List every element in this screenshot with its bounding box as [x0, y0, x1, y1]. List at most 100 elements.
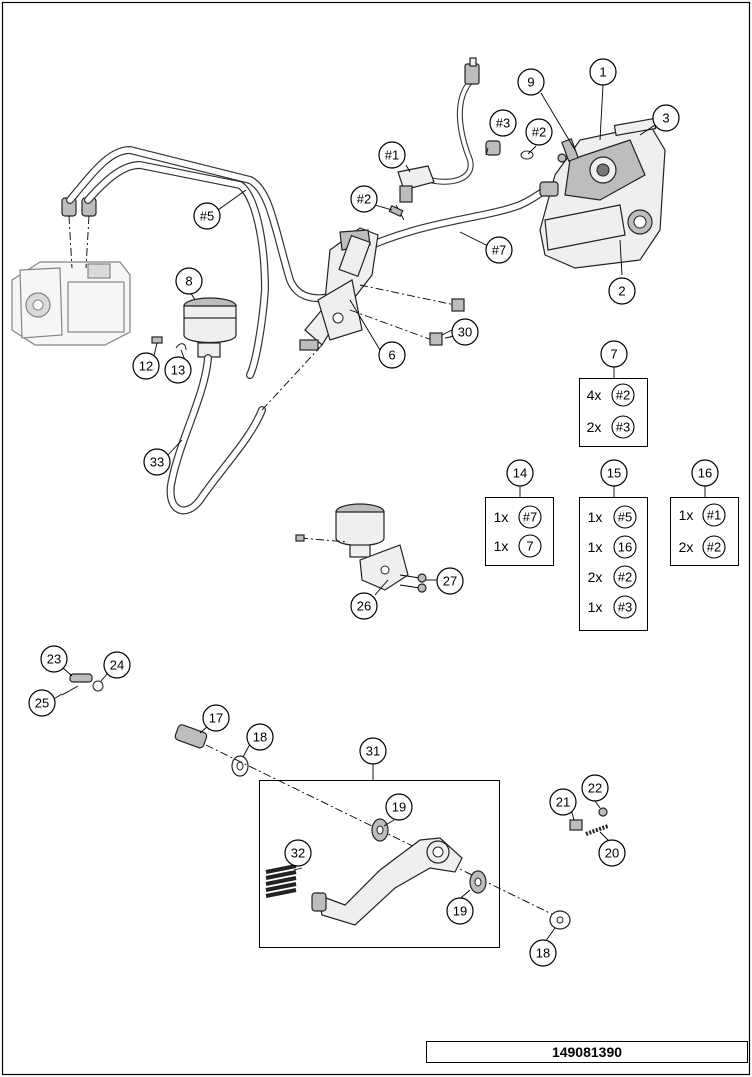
kit-box-16: 1x #1 2x #2: [670, 497, 739, 566]
bearing-19-top: [371, 818, 389, 842]
kit-box-14: 1x #7 1x 7: [485, 497, 554, 566]
return-spring-assembly: [569, 807, 609, 836]
callout-19-top: 19: [385, 793, 413, 821]
callout-18-bottom: 18: [529, 939, 557, 967]
pedal-bolt-17: [174, 724, 208, 749]
callout-9: 9: [517, 68, 545, 96]
svg-text:15: 15: [607, 466, 621, 481]
diagram-id-label: 149081390: [426, 1041, 748, 1063]
kit-7-qty-1: 4x: [587, 387, 602, 403]
bearing-19-bottom: [469, 870, 487, 894]
callout-hash-1: #1: [378, 141, 406, 169]
svg-text:20: 20: [605, 846, 619, 861]
callout-15: 15: [600, 459, 628, 487]
callout-31: 31: [359, 737, 387, 765]
svg-text:3: 3: [662, 111, 669, 126]
callout-hash-2-top: #2: [525, 118, 553, 146]
svg-text:2: 2: [618, 284, 625, 299]
washer-18-top: [231, 755, 249, 777]
bleed-cap-and-washer: [485, 140, 567, 163]
kit-15-ref-3: #2: [618, 570, 632, 585]
callout-23: 23: [40, 645, 68, 673]
kit-31-frame: [259, 780, 500, 948]
brake-hose-7: [346, 184, 552, 259]
callout-17: 17: [202, 704, 230, 732]
callout-25: 25: [28, 689, 56, 717]
kit-15-qty-4: 1x: [588, 599, 603, 615]
callout-13: 13: [164, 356, 192, 384]
callout-14: 14: [506, 459, 534, 487]
callout-24: 24: [103, 651, 131, 679]
callout-hash-7: #7: [485, 236, 513, 264]
brake-hose-5: [66, 146, 354, 379]
kit-15-qty-1: 1x: [588, 509, 603, 525]
abs-hose-fittings: [61, 197, 97, 269]
callout-hash-5: #5: [193, 202, 221, 230]
callout-12: 12: [132, 352, 160, 380]
callout-33: 33: [143, 448, 171, 476]
svg-text:#2: #2: [532, 125, 546, 140]
svg-text:24: 24: [110, 658, 124, 673]
svg-text:18: 18: [536, 946, 550, 961]
kit-box-15: 1x #5 1x 16 2x #2 1x #3: [579, 497, 648, 631]
callout-18-top: 18: [246, 723, 274, 751]
kit-16-ref-1: #1: [707, 508, 721, 523]
kit-16-qty-1: 1x: [679, 507, 694, 523]
abs-unit: [11, 261, 131, 346]
callout-hash-2-mid: #2: [350, 185, 378, 213]
svg-text:18: 18: [253, 730, 267, 745]
svg-text:17: 17: [209, 711, 223, 726]
svg-text:23: 23: [47, 652, 61, 667]
svg-text:19: 19: [392, 800, 406, 815]
svg-text:7: 7: [610, 347, 617, 362]
svg-text:1: 1: [599, 65, 606, 80]
callout-19-bottom: 19: [446, 897, 474, 925]
callout-8: 8: [175, 267, 203, 295]
svg-text:6: 6: [388, 348, 395, 363]
screw-30: [349, 284, 465, 346]
bracket-6: [317, 279, 363, 341]
kit-14-ref-1: #7: [523, 510, 537, 525]
callout-16: 16: [691, 459, 719, 487]
svg-text:#5: #5: [200, 209, 214, 224]
kit-15-qty-3: 2x: [588, 569, 603, 585]
pedal-spring-32: [265, 864, 297, 898]
hose-33-routing-line: [261, 344, 323, 411]
pedal-pin-assembly: [61, 673, 104, 696]
reservoir-26: [295, 503, 427, 593]
svg-text:33: 33: [150, 455, 164, 470]
kit-7-qty-2: 2x: [587, 419, 602, 435]
svg-text:22: 22: [588, 781, 602, 796]
reservoir-hose-33: [166, 354, 266, 515]
callout-7: 7: [600, 340, 628, 368]
svg-text:25: 25: [35, 696, 49, 711]
svg-text:31: 31: [366, 744, 380, 759]
brake-pedal: [311, 837, 463, 926]
brake-light-switch: [388, 165, 435, 221]
brake-fluid-reservoir: [183, 297, 237, 358]
kit-7-ref-2: #3: [616, 420, 630, 435]
svg-text:21: 21: [556, 795, 570, 810]
callout-32: 32: [284, 839, 312, 867]
kit-14-ref-2: 7: [526, 539, 533, 554]
svg-text:14: 14: [513, 466, 527, 481]
svg-text:#2: #2: [357, 192, 371, 207]
svg-text:9: 9: [527, 75, 534, 90]
callout-26: 26: [350, 592, 378, 620]
kit-16-qty-2: 2x: [679, 539, 694, 555]
callout-3: 3: [652, 104, 680, 132]
svg-text:13: 13: [171, 363, 185, 378]
svg-text:30: 30: [458, 325, 472, 340]
kit-15-ref-1: #5: [618, 510, 632, 525]
svg-text:12: 12: [139, 359, 153, 374]
washer-18-bottom: [549, 910, 571, 930]
kit-7-ref-1: #2: [616, 388, 630, 403]
callout-30: 30: [451, 318, 479, 346]
callout-22: 22: [581, 774, 609, 802]
svg-text:26: 26: [357, 599, 371, 614]
kit-16-ref-2: #2: [707, 540, 721, 555]
svg-text:19: 19: [453, 904, 467, 919]
